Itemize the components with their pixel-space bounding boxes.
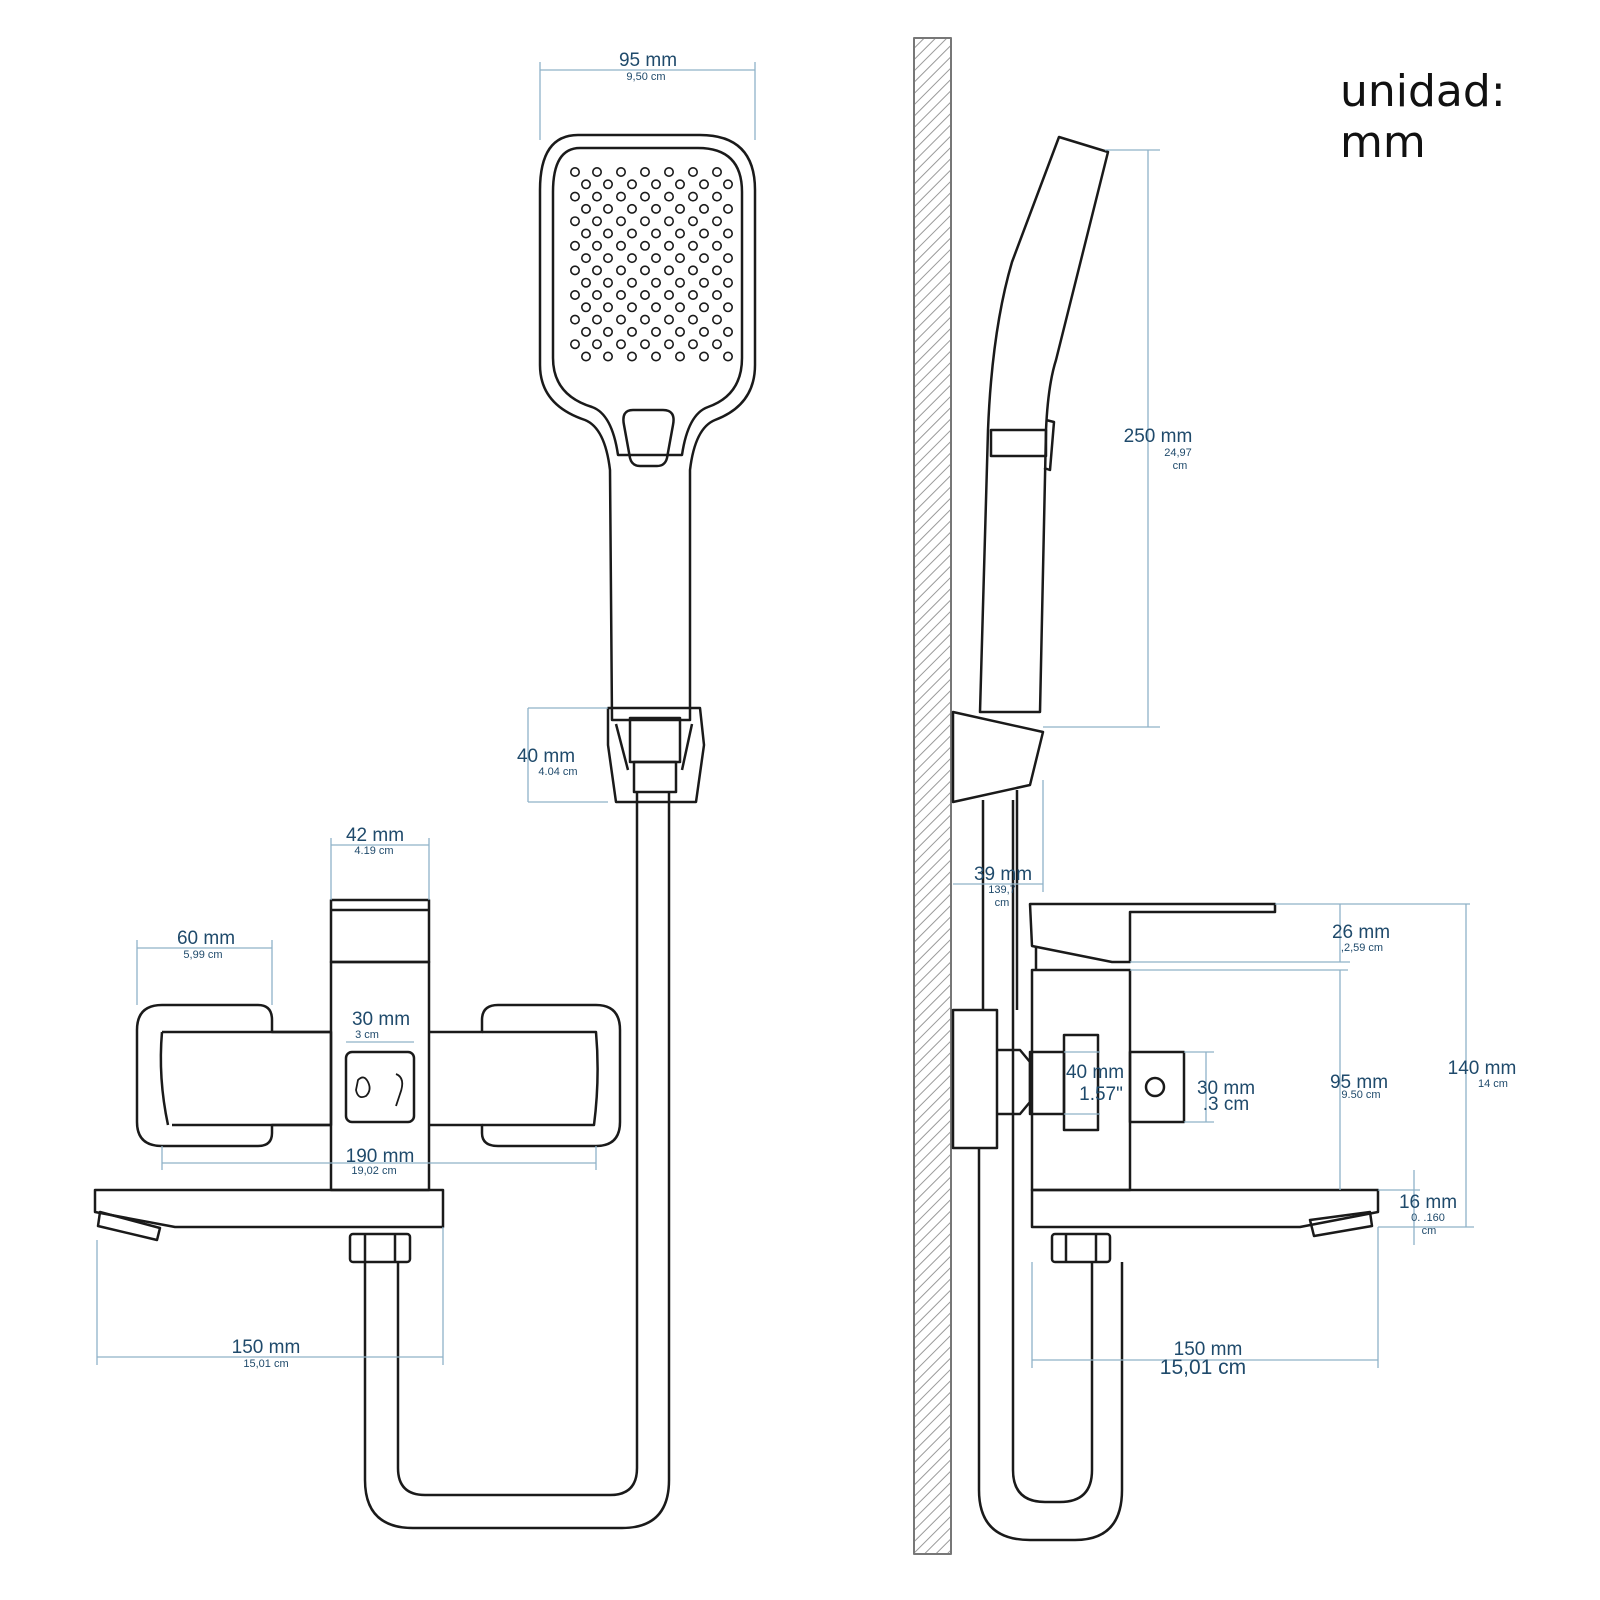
dim-lever-height: 26 mm [1332,922,1390,943]
dim-body-height: 95 mm [1330,1072,1388,1093]
handset-side [978,135,1110,714]
dim-wall-offset-cm-1: 139,7 [988,884,1016,896]
dim-wall-offset-cm-2: cm [995,897,1010,909]
dim-total-height: 140 mm [1448,1058,1517,1079]
dim-spout-thickness-cm-1: 0. .160 [1411,1212,1445,1224]
hose-side [977,800,1124,1542]
holder-bracket-side [951,710,1045,804]
hose-front [363,792,671,1530]
dim-cartridge-width: 42 mm [346,825,404,846]
dim-body-width-cm: 19,02 cm [351,1165,396,1177]
dim-spout-length-side-cm: 15,01 cm [1160,1356,1246,1379]
dim-knob-size: 30 mm [1197,1078,1255,1099]
dim-mixer-height-in: 1.57" [1079,1084,1123,1105]
dim-handset-length: 250 mm [1124,426,1193,447]
front-view [93,133,757,1530]
dimension-labels: 95 mm 9,50 cm 40 mm 4.04 cm 42 mm 4.19 c… [177,50,1516,1379]
dim-spout-length-front: 150 mm [232,1337,301,1358]
mixer-body-front [93,898,622,1264]
dim-head-width-cm: 9,50 cm [626,71,665,83]
unit-title: unidad: mm [1340,66,1506,168]
dim-knob-size-cm: .3 cm [1203,1094,1249,1115]
dim-spout-length-side: 150 mm [1174,1339,1243,1360]
dim-control-width: 30 mm [352,1009,410,1030]
dim-body-width: 190 mm [346,1146,415,1167]
dim-handset-length-cm-2: cm [1173,460,1188,472]
dim-handle-width-cm: 5,99 cm [183,949,222,961]
dim-spout-length-front-cm: 15,01 cm [243,1358,288,1370]
dim-spout-thickness: 16 mm [1399,1192,1457,1213]
dim-cartridge-width-cm: 4.19 cm [354,845,393,857]
spray-nozzles [569,167,733,362]
dim-mixer-height: 40 mm [1066,1062,1124,1083]
wall-section [913,37,952,1555]
side-view [913,37,1380,1555]
dim-handset-length-cm-1: 24,97 [1164,447,1192,459]
dimension-lines [96,62,1474,1368]
dim-holder-height: 40 mm [517,746,575,767]
dim-total-height-cm: 14 cm [1478,1078,1508,1090]
dim-head-width: 95 mm [619,50,677,71]
shower-head-front [538,133,757,722]
dim-control-width-cm: 3 cm [355,1029,379,1041]
dim-spout-thickness-cm-2: cm [1422,1225,1437,1237]
mixer-body-side [951,902,1380,1264]
dim-wall-offset: 39 mm [974,864,1032,885]
dim-lever-height-cm: ,2,59 cm [1341,942,1383,954]
dim-holder-height-cm: 4.04 cm [538,766,577,778]
dim-body-height-cm: 9.50 cm [1341,1089,1380,1101]
holder-bracket-front [606,706,706,804]
hose-guide-side [981,790,1019,1010]
dim-handle-width: 60 mm [177,928,235,949]
